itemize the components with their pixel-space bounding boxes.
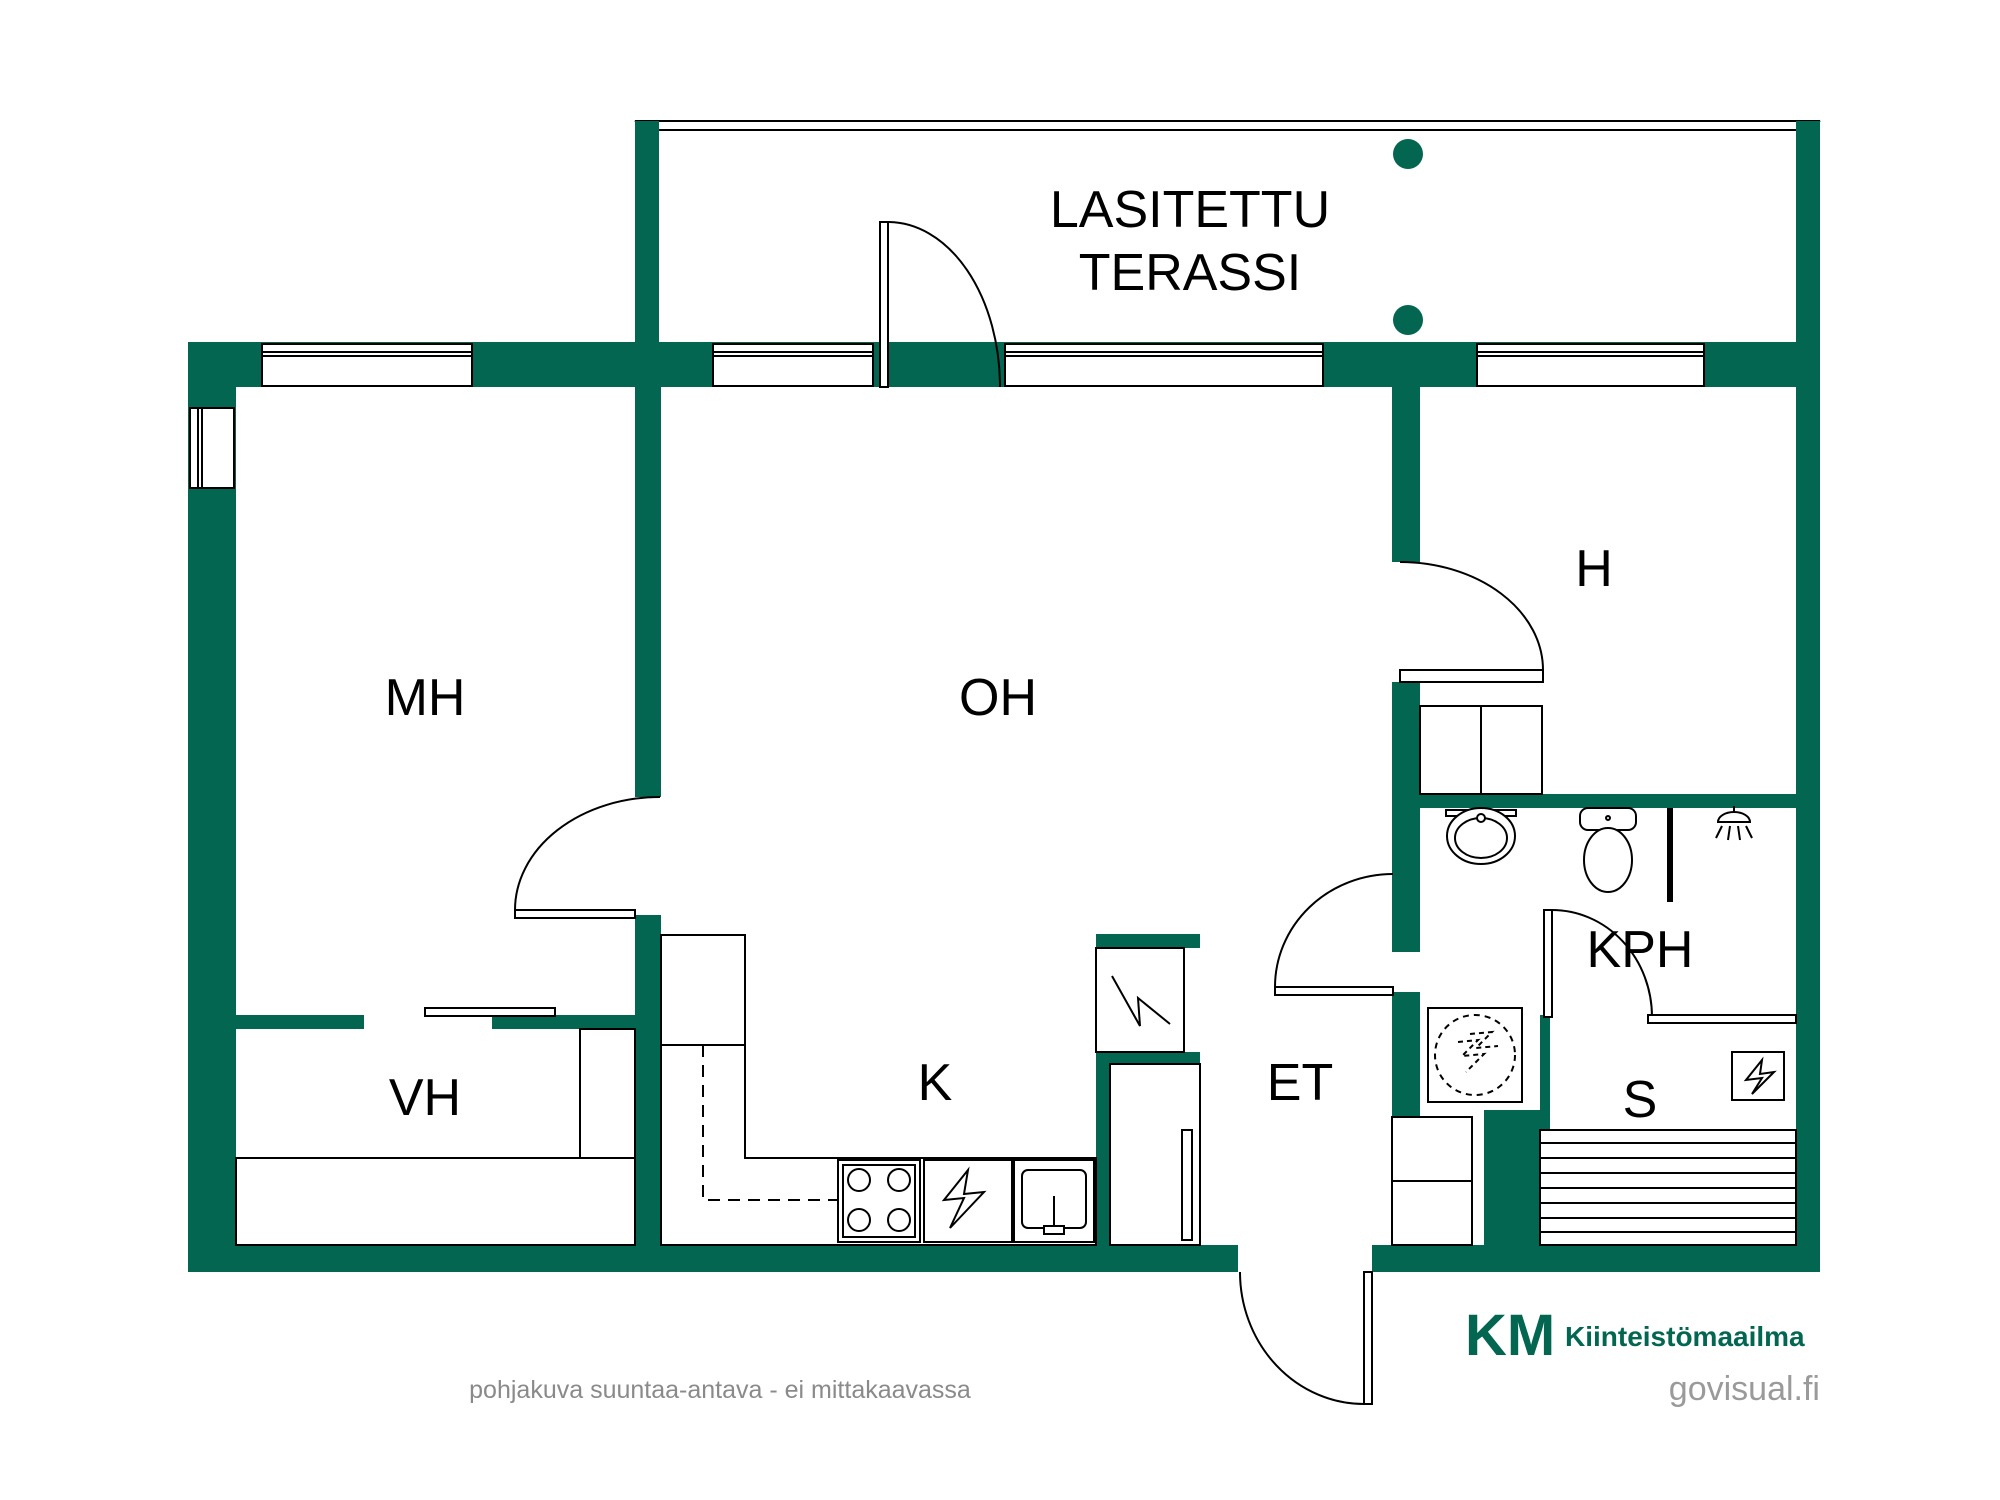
sink-icon bbox=[1013, 1159, 1095, 1243]
credit-text: govisual.fi bbox=[1669, 1370, 1820, 1408]
sauna-heater-icon bbox=[1731, 1051, 1785, 1101]
room-label-terrace-line2: TERASSI bbox=[1079, 244, 1302, 302]
dishwasher-icon bbox=[923, 1159, 1013, 1243]
stove-icon bbox=[837, 1159, 921, 1243]
washbasin-icon bbox=[1445, 807, 1517, 865]
entry-wardrobe bbox=[1109, 1063, 1201, 1246]
window-icon bbox=[261, 343, 473, 387]
door-icon bbox=[1543, 909, 1653, 1018]
room-label-k: K bbox=[918, 1054, 953, 1112]
electric-panel-icon bbox=[1095, 947, 1185, 1053]
terrace-wall-right bbox=[1796, 121, 1820, 342]
disclaimer-text: pohjakuva suuntaa-antava - ei mittakaava… bbox=[469, 1376, 971, 1404]
pillar-icon bbox=[1393, 139, 1423, 169]
room-label-oh: OH bbox=[959, 669, 1037, 727]
room-label-et: ET bbox=[1267, 1054, 1333, 1112]
window-icon bbox=[712, 343, 874, 387]
window-icon bbox=[1476, 343, 1705, 387]
sauna-bench-icon bbox=[1539, 1129, 1797, 1246]
hall-cabinet bbox=[1391, 1116, 1473, 1246]
terrace-wall-left bbox=[635, 121, 659, 342]
brand-logo: KM Kiinteistömaailma bbox=[1465, 1303, 1805, 1368]
washing-machine-icon bbox=[1427, 1007, 1523, 1103]
room-label-h: H bbox=[1575, 540, 1613, 598]
window-icon bbox=[189, 407, 235, 489]
toilet-icon bbox=[1579, 807, 1637, 893]
door-icon bbox=[1239, 1271, 1373, 1405]
brand-name: Kiinteistömaailma bbox=[1565, 1321, 1805, 1352]
door-icon bbox=[514, 796, 661, 919]
window-icon bbox=[1004, 343, 1324, 387]
interior-walls bbox=[236, 387, 1796, 1245]
room-label-s: S bbox=[1623, 1071, 1658, 1129]
vh-shelf bbox=[235, 1028, 636, 1246]
shower-icon bbox=[1715, 806, 1753, 841]
room-label-kph: KPH bbox=[1587, 921, 1694, 979]
door-icon bbox=[879, 221, 1001, 388]
room-label-vh: VH bbox=[389, 1069, 461, 1127]
wardrobe bbox=[1419, 705, 1543, 795]
room-label-mh: MH bbox=[385, 669, 466, 727]
door-icon bbox=[1274, 873, 1394, 996]
door-icon bbox=[1399, 561, 1544, 683]
pillar-icon bbox=[1393, 305, 1423, 335]
sauna-glass-wall bbox=[1647, 1014, 1797, 1024]
terrace bbox=[634, 120, 1821, 342]
door-icon bbox=[424, 1007, 556, 1017]
room-label-terrace-line1: LASITETTU bbox=[1050, 181, 1330, 239]
brand-mark-logo: KM bbox=[1465, 1303, 1555, 1368]
